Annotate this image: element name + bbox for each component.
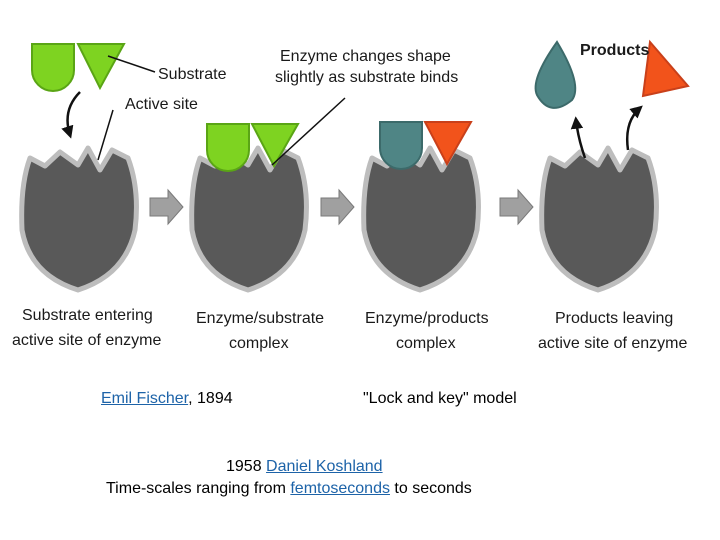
products-stage-4 (534, 39, 690, 109)
koshland-year: 1958 (226, 458, 267, 475)
lock-and-key-caption: "Lock and key" model (363, 390, 517, 407)
timescale-caption: Time-scales ranging from femtoseconds to… (106, 480, 472, 498)
koshland-caption: 1958 Daniel Koshland (226, 458, 383, 476)
substrate-pointer-line (107, 55, 156, 73)
stage-1-caption-line2: active site of enzyme (12, 332, 162, 349)
enzyme-stage-2 (189, 145, 309, 293)
products-stage-3 (379, 121, 473, 170)
enzyme-stage-3 (361, 145, 481, 293)
enzyme-stage-4 (539, 145, 659, 293)
timescale-prefix: Time-scales ranging from (106, 480, 291, 497)
enzyme-stage-1 (19, 145, 139, 293)
substrate-stage-2 (206, 123, 300, 172)
stage-3-caption-line2: complex (396, 335, 456, 352)
stage-3-caption-line1: Enzyme/products (365, 310, 489, 327)
timescale-suffix: to seconds (389, 480, 472, 497)
process-arrow-3 (499, 188, 534, 226)
femtoseconds-link[interactable]: femtoseconds (290, 480, 390, 497)
entry-arrow (61, 91, 81, 139)
daniel-koshland-link[interactable]: Daniel Koshland (266, 458, 383, 475)
fischer-caption: Emil Fischer, 1894 (101, 390, 233, 408)
fischer-year: , 1894 (188, 390, 233, 407)
process-arrow-1 (149, 188, 184, 226)
stage-2-caption-line2: complex (229, 335, 289, 352)
enzyme-change-label-line1: Enzyme changes shape (280, 48, 451, 65)
stage-1-caption-line1: Substrate entering (22, 307, 153, 324)
stage-4-caption-line2: active site of enzyme (538, 335, 688, 352)
shape-change-pointer-line (271, 97, 346, 166)
stage-2-caption-line1: Enzyme/substrate (196, 310, 324, 327)
enzyme-lock-and-key-diagram: Substrate Active site Enzyme changes sha… (12, 39, 690, 352)
process-arrow-2 (320, 188, 355, 226)
emil-fischer-link[interactable]: Emil Fischer (101, 390, 189, 407)
substrate-stage-1 (31, 43, 126, 92)
stage-4-caption-line1: Products leaving (555, 310, 673, 327)
exit-arrow-left (570, 116, 587, 159)
enzyme-change-label-line2: slightly as substrate binds (275, 69, 458, 86)
substrate-label: Substrate (158, 66, 227, 83)
products-label: Products (580, 42, 649, 59)
exit-arrow-right (626, 105, 643, 151)
active-site-pointer-line (97, 109, 114, 161)
active-site-label: Active site (125, 96, 198, 113)
